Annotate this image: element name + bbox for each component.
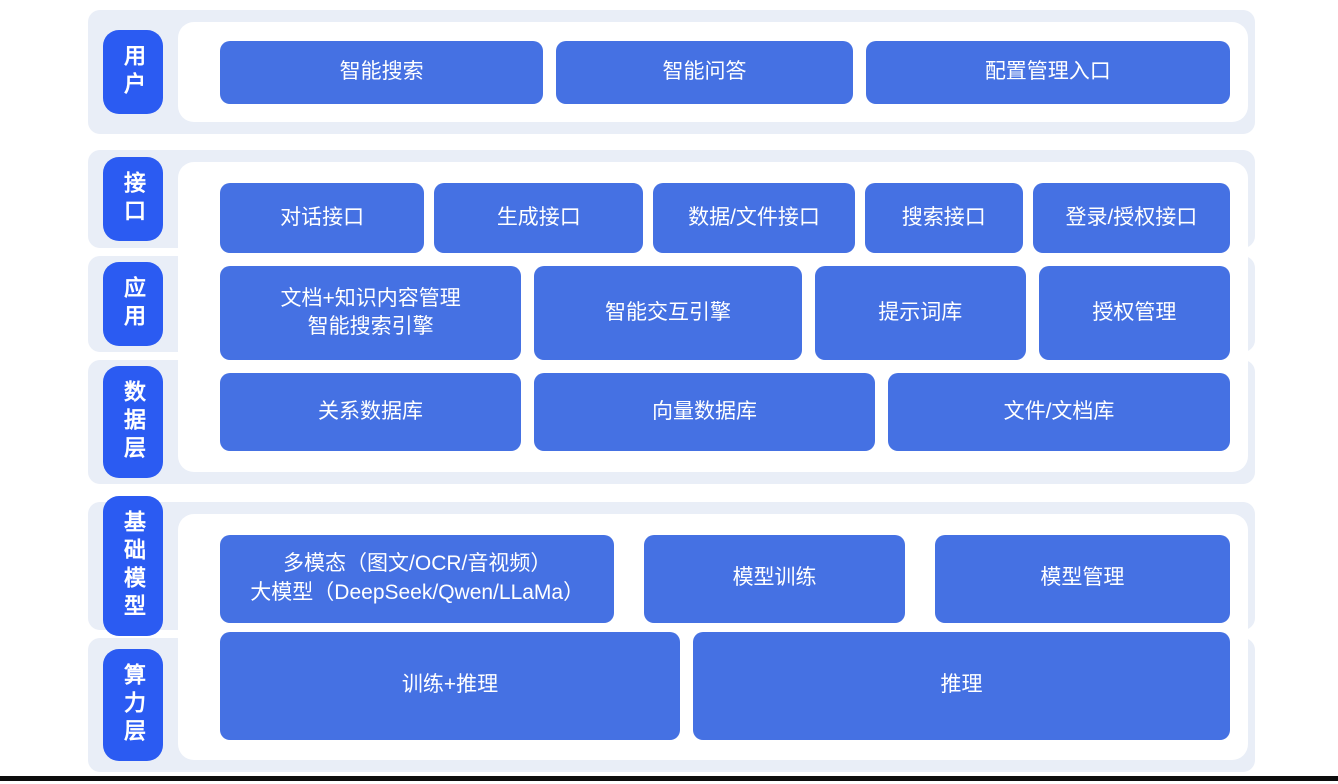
box-dialog-api-label: 对话接口 [280,205,365,229]
box-model-training-label: 模型训练 [732,566,817,590]
box-doc-knowledge-line1: 文档+知识内容管理 [280,286,461,310]
application-button-row: 文档+知识内容管理 智能搜索引擎 智能交互引擎 提示词库 授权管理 [220,266,1231,360]
compute-button-row: 训练+推理 推理 [220,631,1230,740]
layer-label-base-model-text: 基础模型 [121,510,146,622]
box-login-auth-api: 登录/授权接口 [1032,183,1230,253]
box-relational-db-label: 关系数据库 [318,399,423,423]
box-search-api-label: 搜索接口 [901,205,986,229]
box-doc-knowledge-line2: 智能搜索引擎 [307,315,434,338]
box-config-entry: 配置管理入口 [865,40,1230,104]
layer-label-base-model: 基础模型 [103,496,163,636]
layer-label-user: 用户 [103,30,163,114]
box-data-file-api-label: 数据/文件接口 [688,205,820,229]
box-prompt-library: 提示词库 [814,266,1026,360]
box-interaction-engine: 智能交互引擎 [534,266,802,360]
box-training-inference: 训练+推理 [220,631,680,740]
box-auth-management-label: 授权管理 [1092,300,1177,324]
box-model-management-label: 模型管理 [1040,566,1125,590]
box-file-doc-store: 文件/文档库 [888,373,1230,451]
group-user: 用户 智能搜索 智能问答 配置管理入口 [88,10,1255,134]
group-interface-app-data: 接口 应用 数据层 对话接口 生成接口 数据/文件接口 [88,150,1255,484]
box-smart-qa: 智能问答 [556,40,853,104]
box-config-entry-label: 配置管理入口 [984,59,1111,83]
box-interaction-engine-label: 智能交互引擎 [604,300,731,324]
box-generate-api: 生成接口 [434,183,644,253]
box-prompt-library-label: 提示词库 [878,300,963,324]
box-training-inference-label: 训练+推理 [401,673,499,697]
box-smart-search: 智能搜索 [220,40,544,104]
box-model-management: 模型管理 [934,534,1231,623]
box-data-file-api: 数据/文件接口 [653,183,855,253]
panel-bottom: 多模态（图文/OCR/音视频） 大模型（DeepSeek/Qwen/LLaMa）… [178,514,1248,760]
layer-label-compute-text: 算力层 [121,663,146,747]
layer-label-data: 数据层 [103,366,163,478]
layer-label-compute: 算力层 [103,649,163,761]
layer-label-application-text: 应用 [121,276,146,332]
user-button-row: 智能搜索 智能问答 配置管理入口 [220,40,1230,104]
box-vector-db-label: 向量数据库 [652,399,757,423]
group-model-compute: 基础模型 算力层 多模态（图文/OCR/音视频） 大模型（DeepSeek/Qw… [88,496,1255,772]
box-inference-label: 推理 [940,673,983,697]
box-relational-db: 关系数据库 [220,373,521,451]
box-generate-api-label: 生成接口 [496,205,581,229]
footer-bar [0,776,1338,781]
panel-user: 智能搜索 智能问答 配置管理入口 [178,22,1248,122]
box-smart-search-label: 智能搜索 [339,59,424,83]
box-search-api: 搜索接口 [864,183,1023,253]
layer-label-user-text: 用户 [121,44,146,100]
layer-label-interface: 接口 [103,157,163,241]
data-button-row: 关系数据库 向量数据库 文件/文档库 [220,373,1230,451]
box-vector-db: 向量数据库 [534,373,875,451]
box-multimodal-line2: 大模型（DeepSeek/Qwen/LLaMa） [250,580,585,604]
interface-button-row: 对话接口 生成接口 数据/文件接口 搜索接口 登录/授权接口 [220,183,1230,253]
box-multimodal-llm: 多模态（图文/OCR/音视频） 大模型（DeepSeek/Qwen/LLaMa） [220,534,615,623]
box-model-training: 模型训练 [644,534,905,623]
layer-label-data-text: 数据层 [121,380,146,464]
box-multimodal-line1: 多模态（图文/OCR/音视频） [283,552,552,576]
box-file-doc-store-label: 文件/文档库 [1003,399,1115,423]
box-dialog-api: 对话接口 [220,183,425,253]
box-auth-management: 授权管理 [1038,266,1231,360]
box-login-auth-api-label: 登录/授权接口 [1065,205,1198,229]
layer-label-interface-text: 接口 [121,171,146,227]
layer-label-application: 应用 [103,262,163,346]
box-doc-knowledge-search-engine: 文档+知识内容管理 智能搜索引擎 [220,266,522,360]
box-inference: 推理 [693,631,1230,740]
panel-middle: 对话接口 生成接口 数据/文件接口 搜索接口 登录/授权接口 文档+知识内容管理 [178,162,1248,472]
model-button-row: 多模态（图文/OCR/音视频） 大模型（DeepSeek/Qwen/LLaMa）… [220,534,1231,623]
architecture-diagram: 用户 智能搜索 智能问答 配置管理入口 接口 [88,10,1255,772]
box-smart-qa-label: 智能问答 [662,59,747,83]
